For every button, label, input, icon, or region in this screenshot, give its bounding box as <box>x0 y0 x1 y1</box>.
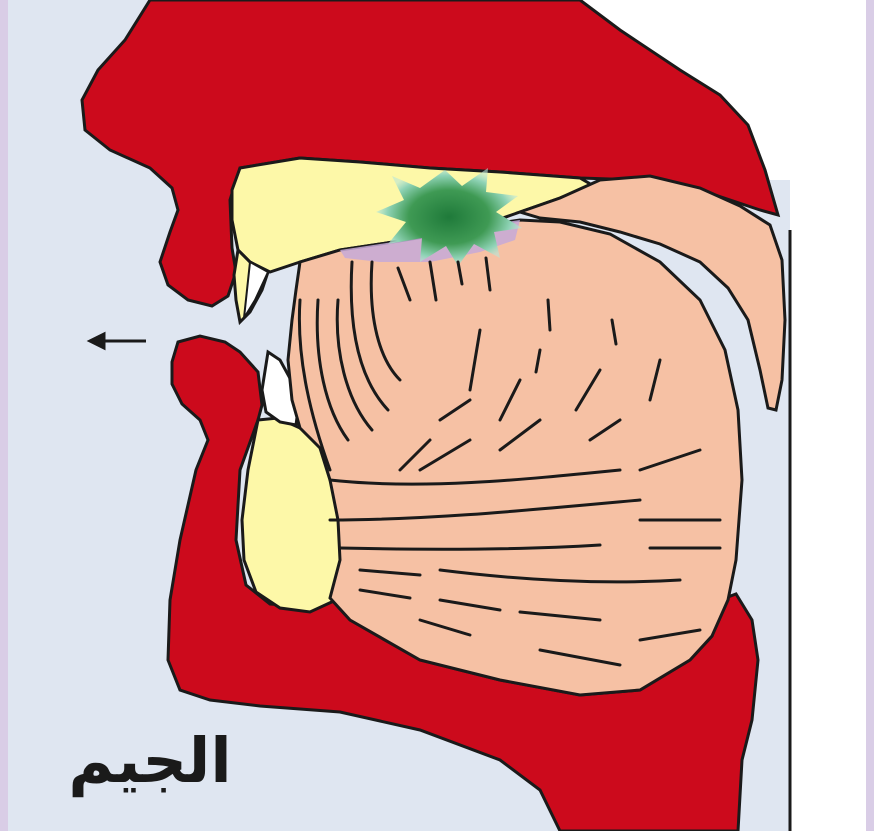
letter-caption: الجيم <box>68 724 231 797</box>
